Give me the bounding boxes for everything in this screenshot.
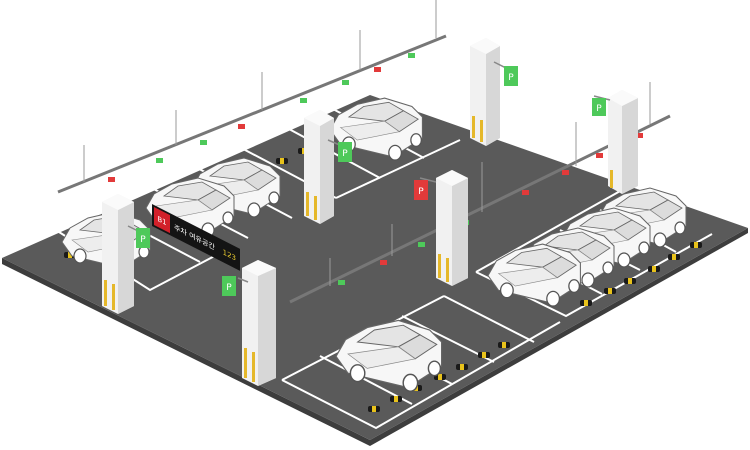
pillar [304,110,334,224]
wheel-stopper [668,254,680,260]
sensor-light-red [522,190,529,195]
level-label: B1 [157,214,167,227]
level-badge [154,207,170,234]
wheel-stopper [580,300,592,306]
wheel-stopper [498,342,510,348]
available-sign: P [127,225,150,248]
pillar [608,90,638,194]
sensor-light-green [408,53,415,58]
available-sign: P [493,61,518,86]
board-panel [152,204,240,271]
wheel-stopper [368,406,380,412]
sensor-light-red [562,170,569,175]
available-sign: P [222,276,249,296]
wheel-stopper [648,266,660,272]
pillars [102,38,638,386]
sensor-light-red [374,67,381,72]
available-sign-label: P [342,149,348,159]
available-sign: P [327,139,352,162]
available-sign-label: P [508,73,514,83]
pillar [436,170,468,286]
wheel-stopper [456,364,468,370]
available-sign-label: P [140,235,146,245]
sensor-light-red [380,260,387,265]
sensor-light-green [300,98,307,103]
wheel-stopper [604,288,616,294]
pillar [102,194,134,314]
wheel-stopper [390,396,402,402]
occupied-sign-label: P [418,187,424,197]
pillar [242,260,276,386]
sensor-light-green [342,80,349,85]
wheel-stopper [478,352,490,358]
occupied-sign: P [414,177,437,200]
available-sign-label: P [596,104,602,114]
sensor-light-red [108,177,115,182]
wheel-stopper [690,242,702,248]
sensor-light-red [238,124,245,129]
sensor-light-green [156,158,163,163]
sensor-light-red [636,133,643,138]
pillar [470,38,500,146]
floor-side [2,228,748,446]
wheel-stopper [624,278,636,284]
sensor-light-green [338,280,345,285]
available-sign-label: P [226,283,232,293]
wheel-stopper [276,158,288,164]
sensor-light-green [418,242,425,247]
sensor-light-green [200,140,207,145]
bay-indicator-signs: P P P P P P [127,61,611,296]
available-sign: P [592,95,611,116]
sensor-light-red [596,153,603,158]
